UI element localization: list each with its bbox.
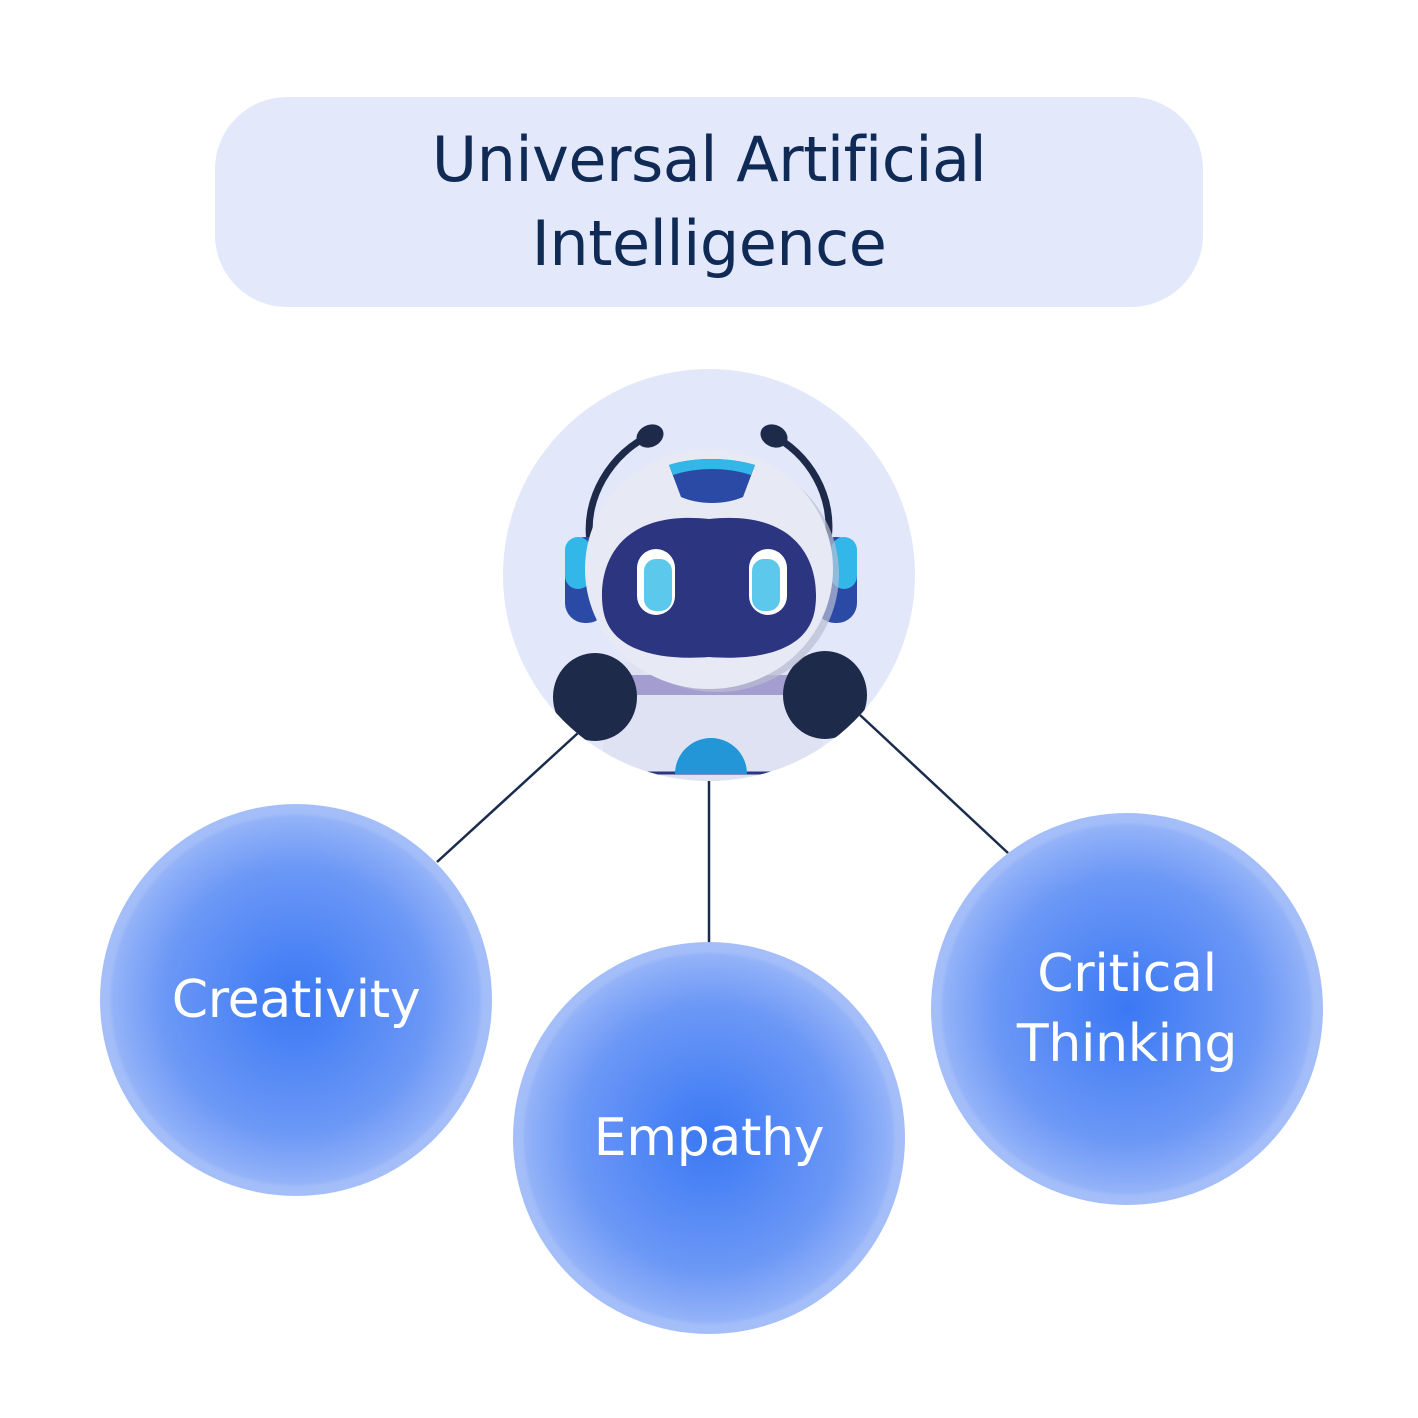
- title-box: Universal Artificial Intelligence: [215, 97, 1203, 307]
- node-label-creativity: Creativity: [171, 970, 421, 1030]
- node-label-empathy: Empathy: [593, 1108, 825, 1168]
- title-line-2: Intelligence: [531, 207, 887, 280]
- robot-icon: [553, 424, 867, 781]
- node-empathy: Empathy: [513, 942, 905, 1334]
- connector-critical-thinking: [859, 714, 1009, 854]
- node-creativity: Creativity: [100, 804, 492, 1196]
- diagram-title: Universal Artificial Intelligence: [389, 118, 1029, 286]
- connector-creativity: [436, 732, 579, 863]
- robot-avatar-circle: [503, 369, 915, 781]
- node-label-critical-thinking: Critical Thinking: [1016, 944, 1238, 1074]
- node-critical-thinking: Critical Thinking: [931, 813, 1323, 1205]
- title-line-1: Universal Artificial: [431, 123, 987, 196]
